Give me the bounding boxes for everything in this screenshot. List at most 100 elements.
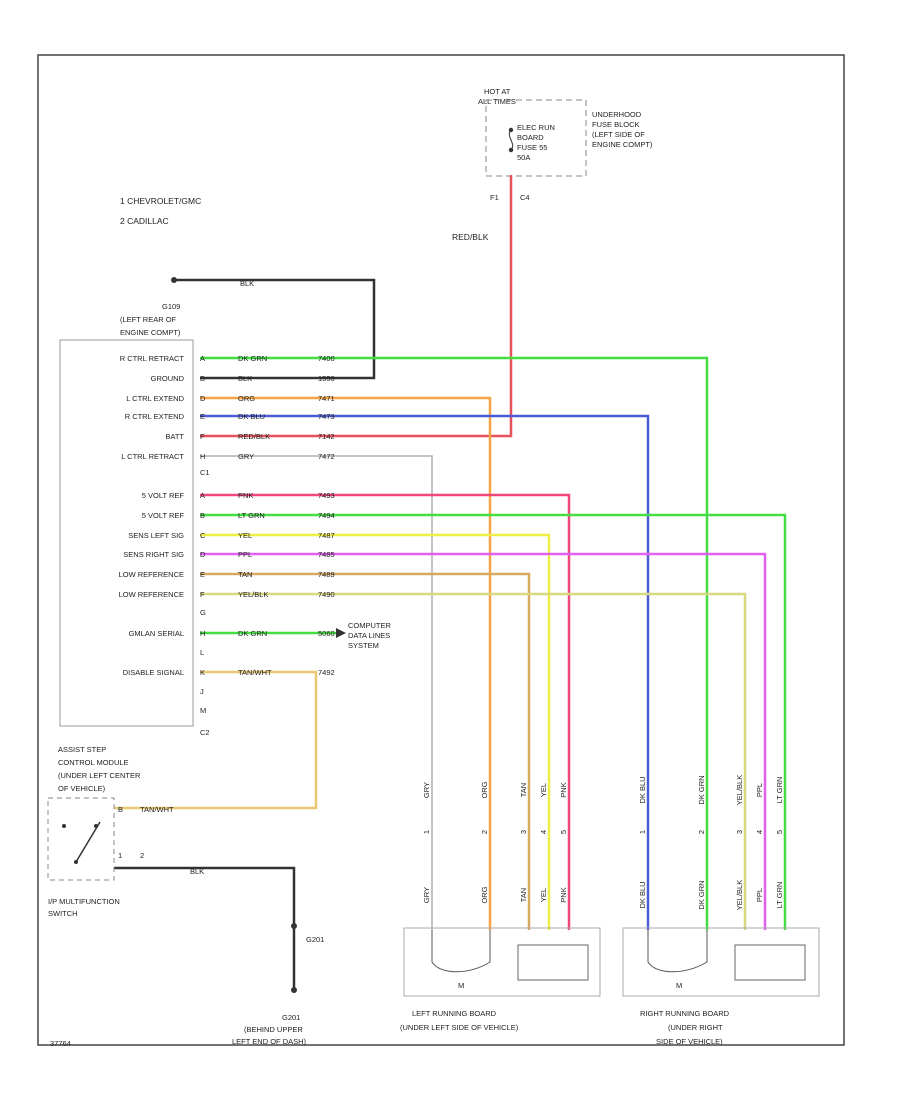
wires <box>114 175 787 988</box>
module-pin-label: L CTRL EXTEND <box>126 394 184 403</box>
ground-terminal-top <box>171 277 177 283</box>
module-pin-wire-color: DK GRN <box>238 629 267 638</box>
switch-pin-2: 2 <box>140 851 144 860</box>
right-board-sensor <box>734 944 806 981</box>
g201-tag: G201 <box>306 935 324 944</box>
fuse-block-desc-2: FUSE BLOCK <box>592 120 640 129</box>
module-title-2: CONTROL MODULE <box>58 758 129 767</box>
module-pin-label: GMLAN SERIAL <box>129 629 184 638</box>
module-pin-letter: F <box>200 590 205 599</box>
switch-outline <box>47 797 115 881</box>
switch-wire-out: BLK <box>190 867 204 876</box>
hot-at-label: HOT AT <box>484 87 511 96</box>
connector-c1-label: C1 <box>200 468 210 477</box>
board-pin-number: 5 <box>559 830 568 834</box>
fuse-wire-label: RED/BLK <box>452 232 489 242</box>
wire-blk-switch <box>114 866 296 988</box>
all-times-label: ALL TIMES <box>478 97 516 106</box>
module-pin-letter: F <box>200 432 205 441</box>
left-board-sensor <box>517 944 589 981</box>
module-pin-wire-color: BLK <box>238 374 252 383</box>
fuse-symbol <box>508 129 514 151</box>
module-pin-wire-color: DK GRN <box>238 354 267 363</box>
module-pin-label: 5 VOLT REF <box>142 511 185 520</box>
right-board-title-1: RIGHT RUNNING BOARD <box>640 1009 730 1018</box>
module-pin-circuit: 7490 <box>318 590 335 599</box>
wire-yel-blk <box>200 592 747 930</box>
module-pin-wire-color: TAN <box>238 570 252 579</box>
left-running-board: M LEFT RUNNING BOARD (UNDER LEFT SIDE OF… <box>400 927 601 1032</box>
diagram-border <box>37 54 845 1046</box>
module-pin-letter: E <box>200 412 205 421</box>
module-pin-circuit: 7473 <box>318 412 335 421</box>
module-pin-circuit: 7493 <box>318 491 335 500</box>
board-wire-label: LT GRN <box>775 777 784 804</box>
right-board-motor: M <box>676 981 682 990</box>
wire-dk-blu <box>200 414 650 930</box>
module-pin-label: LOW REFERENCE <box>119 590 184 599</box>
g201-label-1: G201 <box>282 1013 300 1022</box>
legend-item-2: 2 CADILLAC <box>120 216 169 226</box>
fuse-label-1: ELEC RUN <box>517 123 555 132</box>
assist-step-module <box>59 339 194 727</box>
module-pin-circuit: 7472 <box>318 452 335 461</box>
module-title-4: OF VEHICLE) <box>58 784 106 793</box>
module-pin-j: J <box>200 687 204 696</box>
fuse-label-3: FUSE 55 <box>517 143 547 152</box>
module-pin-label: R CTRL RETRACT <box>120 354 185 363</box>
left-board-motor: M <box>458 981 464 990</box>
board-wire-label: ORG <box>480 886 489 903</box>
module-pin-wire-color: PPL <box>238 550 252 559</box>
fuse-pin-right: C4 <box>520 193 530 202</box>
g109-label-1: G109 <box>162 302 180 311</box>
left-board-title-2: (UNDER LEFT SIDE OF VEHICLE) <box>400 1023 519 1032</box>
right-running-board: M RIGHT RUNNING BOARD (UNDER RIGHT SIDE … <box>622 927 820 1046</box>
switch-label-2: SWITCH <box>48 909 78 918</box>
board-wire-label: GRY <box>422 887 431 903</box>
board-pin-number: 1 <box>638 830 647 834</box>
fuse-block: HOT AT ALL TIMES ELEC RUN BOARD FUSE 55 … <box>452 87 653 242</box>
right-board-box <box>622 927 820 997</box>
board-wire-label: DK BLU <box>638 881 647 908</box>
module-pin-circuit: 7142 <box>318 432 335 441</box>
switch-wire-in: TAN/WHT <box>140 805 174 814</box>
module-pin-wire-color: PNK <box>238 491 253 500</box>
module-pin-circuit: 5060 <box>318 629 335 638</box>
board-pin-number: 5 <box>775 830 784 834</box>
fuse-label-2: BOARD <box>517 133 544 142</box>
module-pin-circuit: 7489 <box>318 570 335 579</box>
wire-tan <box>200 572 531 930</box>
module-pin-circuit: 7471 <box>318 394 335 403</box>
board-pin-number: 4 <box>755 830 764 834</box>
module-pin-letter: B <box>200 511 205 520</box>
ground-top-wire: BLK <box>240 279 254 288</box>
module-pin-letter: E <box>200 570 205 579</box>
fuse-block-desc-1: UNDERHOOD <box>592 110 642 119</box>
g109-label-2: (LEFT REAR OF <box>120 315 177 324</box>
module-pin-l: L <box>200 648 204 657</box>
module-pin-circuit: 7492 <box>318 668 335 677</box>
wire-lt-grn <box>200 513 787 930</box>
module-pin-letter: A <box>200 354 205 363</box>
module-title-1: ASSIST STEP <box>58 745 106 754</box>
board-wire-label: DK GRN <box>697 775 706 804</box>
board-wire-label: LT GRN <box>775 882 784 909</box>
computer-data-arrow <box>336 628 346 638</box>
board-wire-label: YEL <box>539 783 548 797</box>
wire-dk-grn <box>200 356 709 930</box>
wire-yel <box>200 533 551 930</box>
board-wire-label: YEL/BLK <box>735 880 744 910</box>
module-pin-wire-color: DK BLU <box>238 412 265 421</box>
fuse-block-desc-3: (LEFT SIDE OF <box>592 130 645 139</box>
module-pin-letter: H <box>200 629 205 638</box>
g201-label-2: (BEHIND UPPER <box>244 1025 303 1034</box>
board-pin-number: 3 <box>735 830 744 834</box>
right-board-title-3: SIDE OF VEHICLE) <box>656 1037 723 1046</box>
switch-contact-a <box>62 824 66 828</box>
board-wire-label: DK BLU <box>638 776 647 803</box>
fuse-pin-left: F1 <box>490 193 499 202</box>
board-wire-label: PNK <box>559 782 568 797</box>
board-wire-label: ORG <box>480 781 489 798</box>
